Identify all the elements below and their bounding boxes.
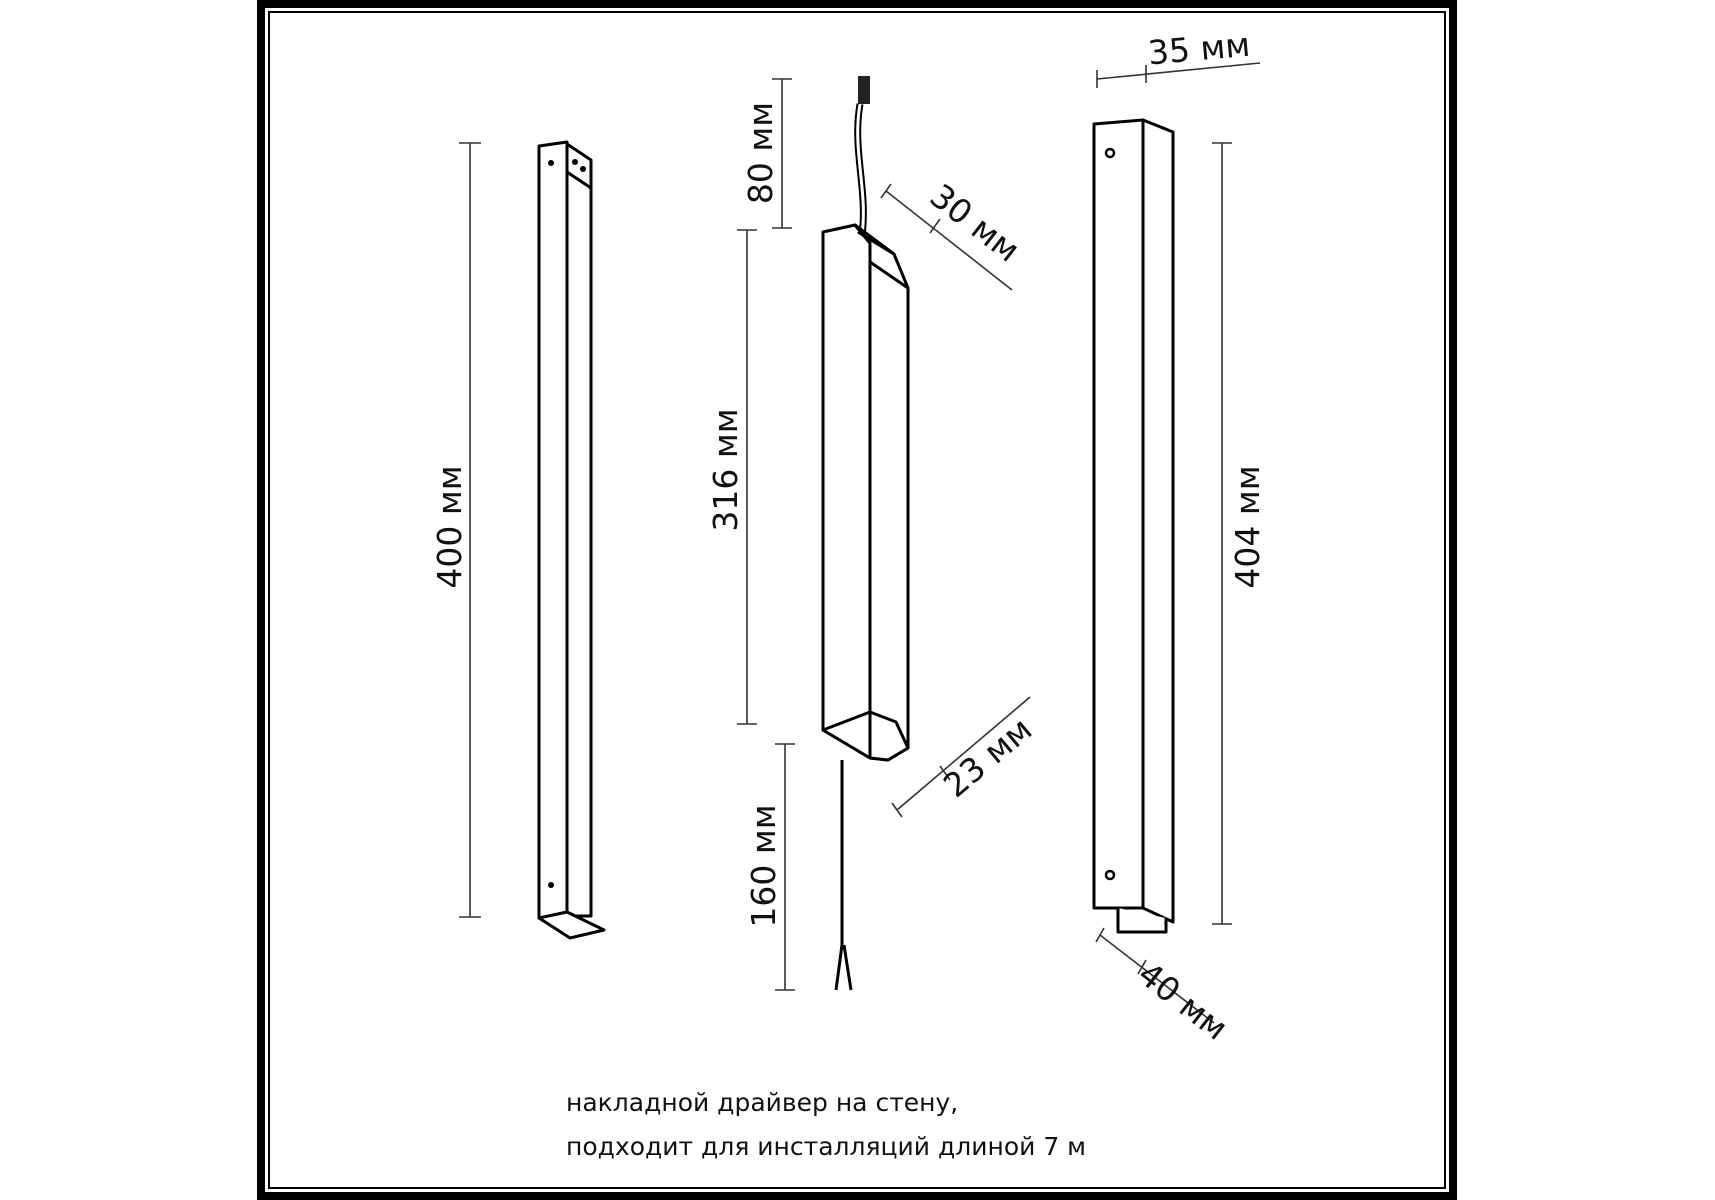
right-profile [1092, 118, 1175, 934]
svg-text:23 мм: 23 мм [936, 709, 1039, 805]
dimension-left-height: 400 мм [430, 142, 481, 918]
driver [821, 76, 910, 991]
dimension-80: 80 мм [741, 78, 792, 229]
dimension-35: 35 мм [1096, 25, 1261, 88]
svg-text:404 мм: 404 мм [1228, 465, 1267, 588]
dimension-40: 40 мм [1095, 927, 1236, 1048]
dimension-404: 404 мм [1212, 142, 1267, 925]
inner-frame [268, 11, 1446, 1189]
svg-text:30 мм: 30 мм [923, 176, 1028, 270]
left-profile [537, 140, 606, 940]
svg-text:35 мм: 35 мм [1146, 25, 1251, 73]
svg-text:80 мм: 80 мм [741, 102, 780, 204]
outer-frame [257, 0, 1457, 1200]
dimension-316: 316 мм [706, 229, 757, 725]
caption-line-1: накладной драйвер на стену, [566, 1088, 959, 1117]
label-400: 400 мм [430, 465, 469, 588]
dimension-23: 23 мм [891, 696, 1039, 818]
caption-line-2: подходит для инсталляций длиной 7 м [566, 1132, 1087, 1161]
connector [858, 76, 870, 104]
svg-text:160 мм: 160 мм [744, 804, 783, 927]
svg-text:316 мм: 316 мм [706, 408, 745, 531]
svg-text:40 мм: 40 мм [1131, 954, 1236, 1048]
dimension-160: 160 мм [744, 743, 795, 991]
